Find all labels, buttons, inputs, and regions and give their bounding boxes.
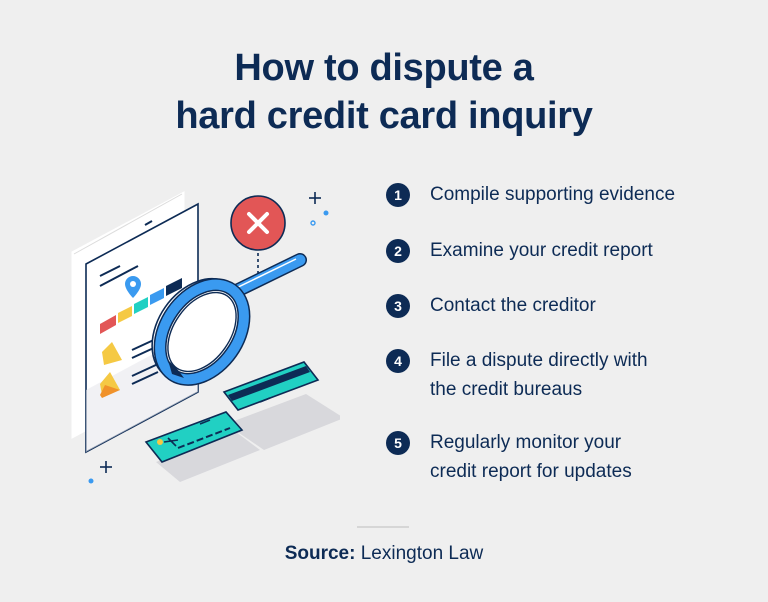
step-number-badge: 3 xyxy=(386,294,410,318)
source-label: Source: xyxy=(284,543,356,564)
step-text: File a dispute directly with the credit … xyxy=(430,350,648,400)
divider xyxy=(357,526,409,528)
step-4: 4 File a dispute directly with the credi… xyxy=(386,346,746,404)
step-2: 2 Examine your credit report xyxy=(386,236,746,265)
step-text: Compile supporting evidence xyxy=(430,184,676,205)
credit-card-icon xyxy=(222,361,344,450)
step-5: 5 Regularly monitor your credit report f… xyxy=(386,428,746,486)
credit-report-illustration xyxy=(60,180,344,490)
step-3: 3 Contact the creditor xyxy=(386,291,746,320)
page-title: How to dispute a hard credit card inquir… xyxy=(0,44,768,140)
step-1: 1 Compile supporting evidence xyxy=(386,180,746,209)
step-number-badge: 5 xyxy=(386,431,410,455)
step-text: Contact the creditor xyxy=(430,295,596,316)
credit-card-icon xyxy=(144,411,260,482)
steps-list: 1 Compile supporting evidence 2 Examine … xyxy=(386,180,746,486)
step-number-badge: 2 xyxy=(386,239,410,263)
source-value: Lexington Law xyxy=(360,543,484,564)
location-pin-icon xyxy=(125,276,141,298)
step-text: Examine your credit report xyxy=(430,240,653,261)
source-credit: Source: Lexington Law xyxy=(0,543,768,565)
step-text: Regularly monitor your credit report for… xyxy=(430,432,632,482)
sparkle-decoration xyxy=(88,192,329,484)
magnifying-glass-icon xyxy=(151,253,307,386)
step-number-badge: 4 xyxy=(386,349,410,373)
warning-triangle-icon xyxy=(102,342,122,365)
error-x-icon xyxy=(230,195,286,284)
credit-score-meter xyxy=(100,278,182,334)
step-number-badge: 1 xyxy=(386,183,410,207)
title-line-1: How to dispute a xyxy=(234,47,534,89)
title-line-2: hard credit card inquiry xyxy=(175,95,593,137)
